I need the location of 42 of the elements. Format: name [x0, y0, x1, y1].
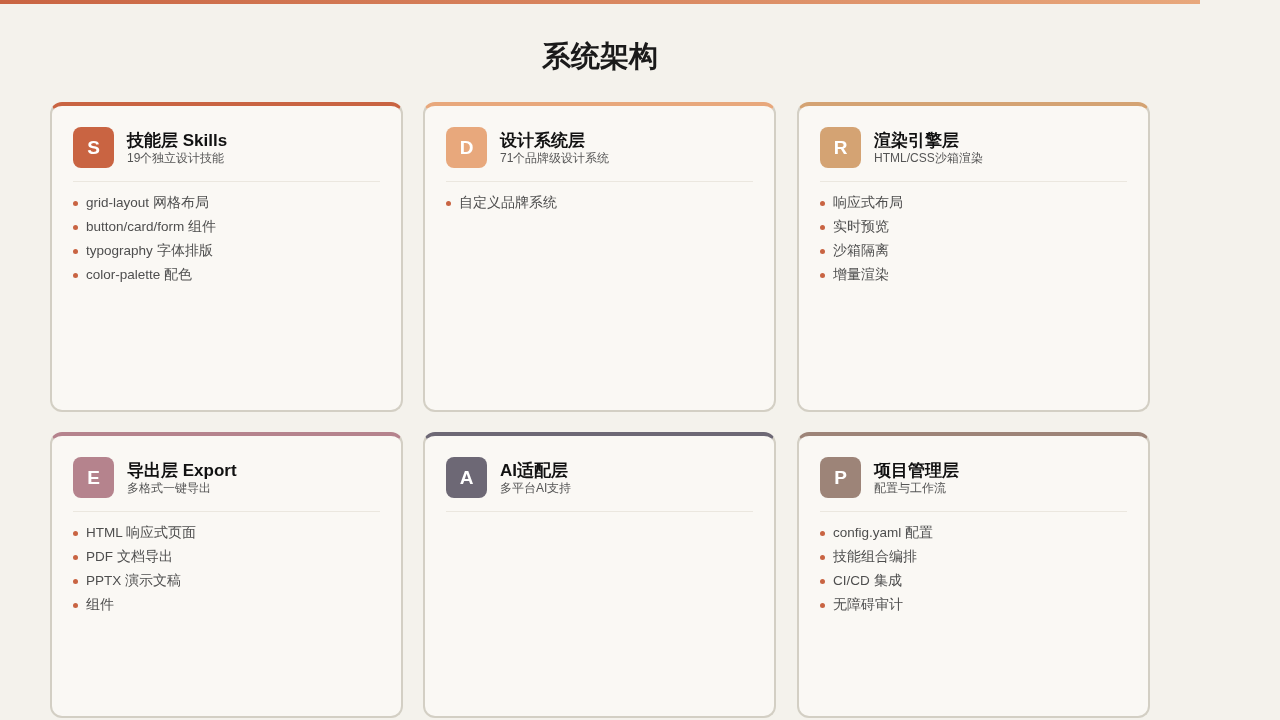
letter-tile: E: [73, 457, 114, 498]
layer-card: [797, 432, 1150, 718]
layer-card: [423, 432, 776, 718]
list-item-text: grid-layout 网格布局: [86, 194, 209, 212]
list-item-text: PDF 文档导出: [86, 548, 173, 566]
list-item-text: typography 字体排版: [86, 242, 213, 260]
card-heading: 技能层 Skills: [127, 131, 228, 151]
list-item-text: 沙箱隔离: [833, 242, 889, 260]
list-item-text: 无障碍审计: [833, 596, 903, 614]
list-item-text: 实时预览: [833, 218, 889, 236]
layer-card: [797, 102, 1150, 412]
list-item-text: HTML 响应式页面: [86, 524, 196, 542]
card-subtitle: 71个品牌级设计系统: [500, 151, 610, 166]
layer-card: [50, 432, 403, 718]
layer-card: [423, 102, 776, 412]
card-heading: 渲染引擎层: [874, 131, 959, 151]
card-subtitle: 多格式一键导出: [127, 481, 211, 496]
list-item-text: button/card/form 组件: [86, 218, 217, 236]
list-item-text: 响应式布局: [833, 194, 903, 212]
list-item-text: 增量渲染: [833, 266, 889, 284]
letter-tile: P: [820, 457, 861, 498]
list-item-text: CI/CD 集成: [833, 572, 902, 590]
card-subtitle: 多平台AI支持: [500, 481, 572, 496]
letter-tile: A: [446, 457, 487, 498]
card-heading: AI适配层: [500, 461, 568, 481]
card-heading: 设计系统层: [500, 131, 585, 151]
list-item-text: 自定义品牌系统: [459, 194, 557, 212]
list-item-text: 组件: [86, 596, 114, 614]
list-item-text: PPTX 演示文稿: [86, 572, 181, 590]
list-item-text: 技能组合编排: [833, 548, 917, 566]
list-item-text: color-palette 配色: [86, 266, 193, 284]
page-title: 系统架构: [542, 39, 658, 74]
list-item-text: config.yaml 配置: [833, 524, 934, 542]
card-subtitle: 19个独立设计技能: [127, 151, 225, 166]
letter-tile: S: [73, 127, 114, 168]
letter-tile: D: [446, 127, 487, 168]
layer-card: [50, 102, 403, 412]
card-heading: 导出层 Export: [127, 461, 237, 481]
letter-tile: R: [820, 127, 861, 168]
card-subtitle: 配置与工作流: [874, 481, 946, 496]
card-heading: 项目管理层: [874, 461, 959, 481]
card-subtitle: HTML/CSS沙箱渲染: [874, 151, 983, 166]
